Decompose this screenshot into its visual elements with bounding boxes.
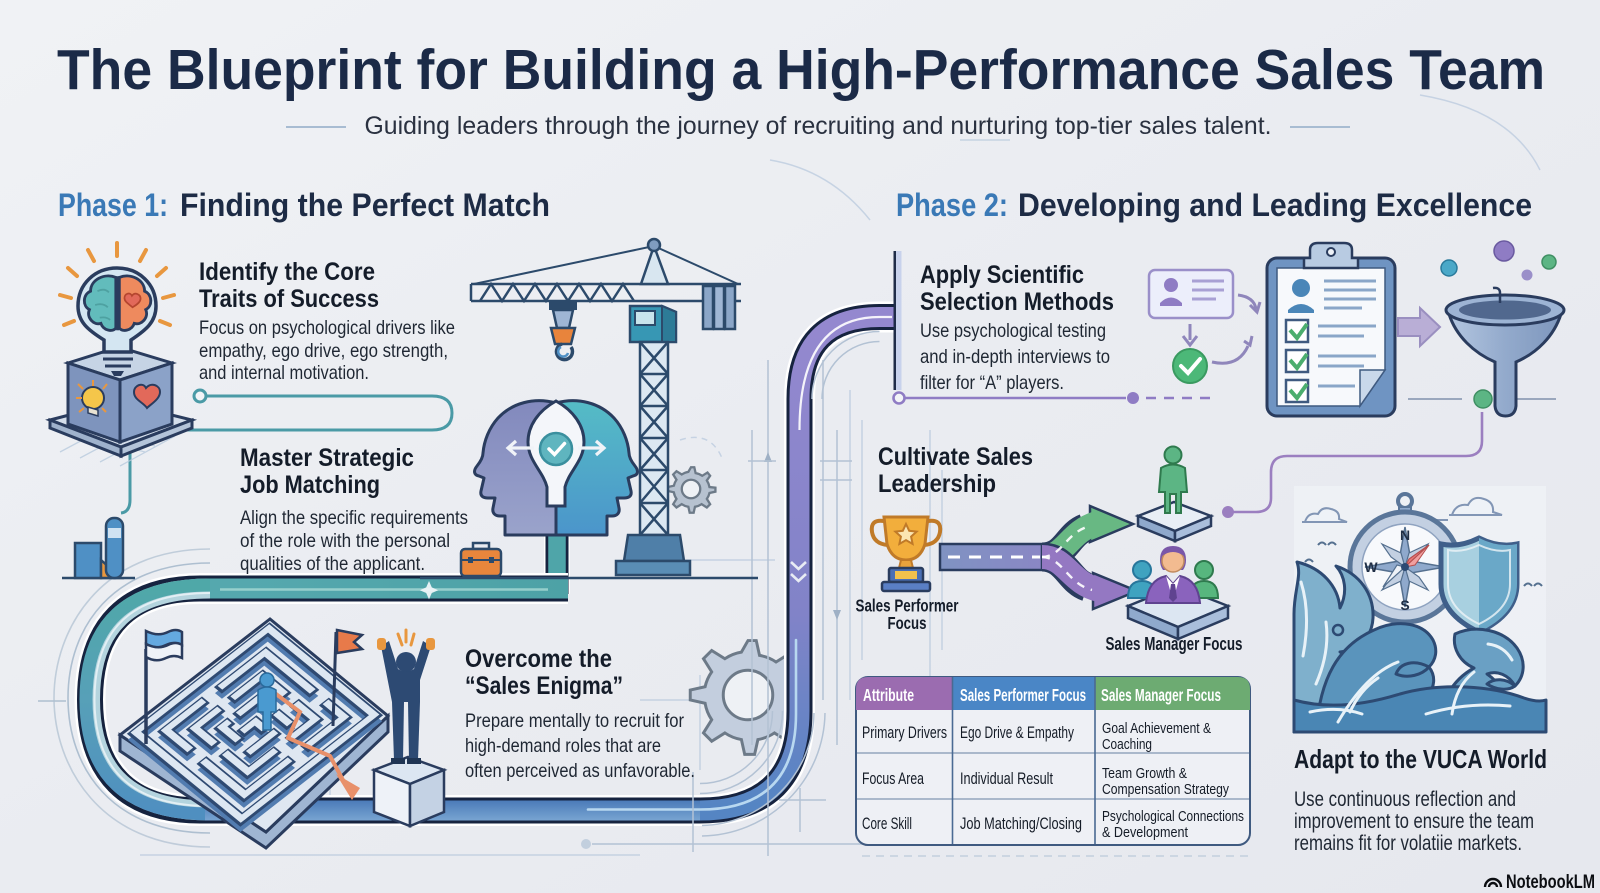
svg-text:empathy, ego drive, ego streng: empathy, ego drive, ego strength, — [199, 340, 448, 362]
svg-text:Apply Scientific: Apply Scientific — [920, 261, 1084, 289]
svg-text:Sales Manager Focus: Sales Manager Focus — [1101, 685, 1221, 705]
svg-text:Traits of Success: Traits of Success — [199, 285, 379, 313]
svg-text:& Development: & Development — [1102, 825, 1188, 841]
svg-text:Psychological Connections: Psychological Connections — [1102, 809, 1244, 825]
svg-text:and internal motivation.: and internal motivation. — [199, 362, 369, 384]
svg-text:NotebookLM: NotebookLM — [1506, 872, 1595, 893]
svg-text:Sales Manager Focus: Sales Manager Focus — [1106, 633, 1243, 654]
svg-text:Cultivate Sales: Cultivate Sales — [878, 443, 1033, 471]
svg-text:Ego Drive & Empathy: Ego Drive & Empathy — [960, 723, 1074, 742]
svg-text:Master Strategic: Master Strategic — [240, 444, 414, 472]
svg-text:Sales Performer: Sales Performer — [856, 596, 959, 616]
svg-text:Job Matching/Closing: Job Matching/Closing — [960, 814, 1082, 833]
svg-text:Phase 2:: Phase 2: — [896, 187, 1008, 223]
svg-text:Selection Methods: Selection Methods — [920, 288, 1114, 316]
svg-text:qualities of the applicant.: qualities of the applicant. — [240, 553, 425, 575]
svg-text:Focus Area: Focus Area — [862, 769, 924, 788]
svg-text:Prepare mentally to recruit fo: Prepare mentally to recruit for — [465, 710, 684, 732]
svg-text:high-demand roles that are: high-demand roles that are — [465, 735, 661, 757]
svg-text:Team Growth &: Team Growth & — [1102, 766, 1187, 782]
svg-text:S: S — [1400, 597, 1409, 613]
svg-text:of the role with the personal: of the role with the personal — [240, 530, 450, 552]
svg-text:Goal Achievement &: Goal Achievement & — [1102, 721, 1211, 737]
svg-text:The Blueprint for Building a H: The Blueprint for Building a High-Perfor… — [57, 38, 1545, 102]
svg-text:Finding the Perfect Match: Finding the Perfect Match — [180, 187, 550, 223]
svg-text:Leadership: Leadership — [878, 470, 996, 498]
svg-text:Developing and Leading Excelle: Developing and Leading Excellence — [1018, 187, 1532, 223]
svg-text:Individual Result: Individual Result — [960, 769, 1053, 788]
svg-text:Use continuous reflection and: Use continuous reflection and — [1294, 788, 1516, 811]
svg-text:Use psychological testing: Use psychological testing — [920, 320, 1106, 342]
svg-text:Guiding leaders through the jo: Guiding leaders through the journey of r… — [365, 112, 1272, 140]
svg-text:Overcome the: Overcome the — [465, 645, 612, 673]
svg-text:Job Matching: Job Matching — [240, 471, 380, 499]
svg-text:Align the specific requirement: Align the specific requirements — [240, 507, 468, 529]
svg-text:Focus: Focus — [888, 613, 927, 633]
svg-text:remains fit for volatiie marke: remains fit for volatiie markets. — [1294, 832, 1522, 855]
svg-text:often perceived as unfavorable: often perceived as unfavorable. — [465, 760, 695, 782]
svg-text:Phase 1:: Phase 1: — [58, 187, 168, 223]
svg-text:filter for “A” players.: filter for “A” players. — [920, 372, 1064, 394]
svg-text:N: N — [1400, 527, 1410, 543]
svg-text:Core Skill: Core Skill — [862, 814, 912, 833]
svg-text:Attribute: Attribute — [863, 685, 914, 705]
svg-text:“Sales Enigma”: “Sales Enigma” — [465, 672, 623, 700]
svg-text:Adapt to the VUCA World: Adapt to the VUCA World — [1294, 744, 1547, 774]
svg-text:Focus on psychological drivers: Focus on psychological drivers like — [199, 317, 455, 339]
svg-text:Coaching: Coaching — [1102, 737, 1152, 753]
svg-text:and in-depth interviews to: and in-depth interviews to — [920, 346, 1110, 368]
svg-text:Sales Performer Focus: Sales Performer Focus — [960, 685, 1086, 705]
svg-text:Compensation Strategy: Compensation Strategy — [1102, 782, 1230, 798]
svg-text:W: W — [1364, 559, 1378, 575]
svg-text:Primary Drivers: Primary Drivers — [862, 723, 947, 742]
svg-text:Identify the Core: Identify the Core — [199, 258, 375, 286]
svg-text:improvement to ensure the team: improvement to ensure the team — [1294, 810, 1534, 833]
